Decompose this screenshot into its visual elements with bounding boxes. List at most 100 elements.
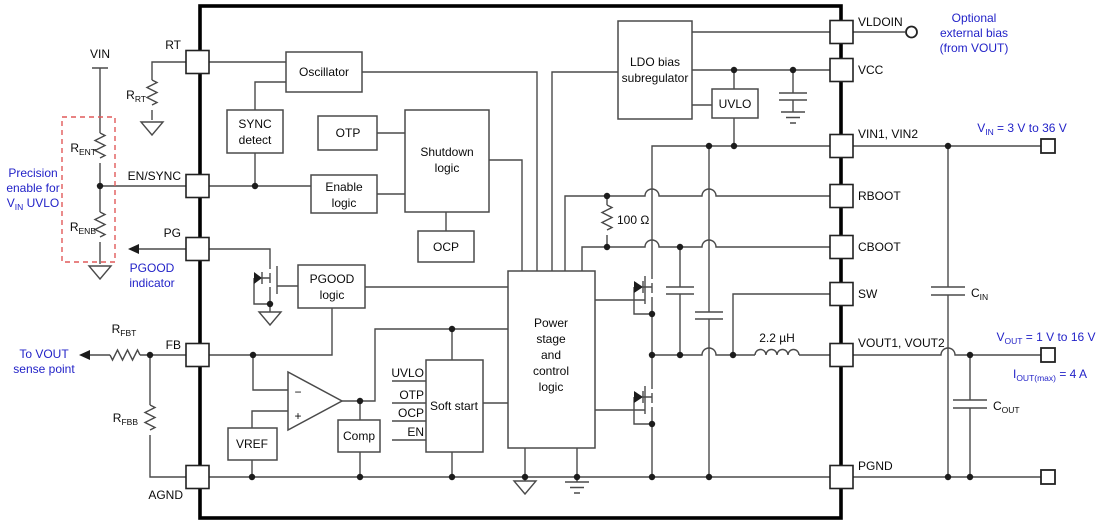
soft-start-label: Soft start	[430, 399, 479, 413]
precision-enable-note: Precision	[8, 166, 57, 180]
junction-dot	[729, 351, 737, 359]
rboot-wire	[564, 188, 830, 271]
power-stage-label: Power	[534, 316, 568, 330]
junction-dot	[448, 325, 456, 333]
pin-label-sw: SW	[858, 287, 878, 301]
body-diode-icon	[634, 391, 643, 403]
pin-labels-left: RT EN/SYNC PG FB AGND	[128, 38, 184, 502]
vin-rail	[651, 145, 830, 268]
vref-label: VREF	[236, 437, 268, 451]
pin-label-vin: VIN1, VIN2	[858, 127, 918, 141]
junction-dot	[648, 473, 656, 481]
junction-dot	[944, 473, 952, 481]
blue-annotations: Precision enable for VIN UVLO PGOOD indi…	[6, 11, 1095, 383]
r-ent-label: RENT	[70, 141, 96, 157]
pin-vout	[829, 342, 854, 368]
ground-triangle-icon	[257, 311, 283, 327]
junction-dot	[705, 473, 713, 481]
pin-label-cboot: CBOOT	[858, 240, 901, 254]
power-stage-label: logic	[539, 380, 564, 394]
power-stage-label: stage	[536, 332, 566, 346]
junction-dot	[676, 243, 684, 251]
oscillator-label: Oscillator	[299, 65, 349, 79]
pin-sw	[829, 281, 854, 307]
optional-bias-note: Optional	[952, 11, 997, 25]
junction-dot	[356, 473, 364, 481]
r-enb-label: RENB	[70, 220, 96, 236]
block-labels: Oscillator SYNC detect OTP Shutdown logi…	[236, 55, 751, 451]
pin-pgnd	[829, 464, 854, 490]
internal-100ohm-label: 100 Ω	[617, 213, 649, 227]
pin-rt	[185, 49, 210, 75]
pin-labels-right: VLDOIN VCC VIN1, VIN2 RBOOT CBOOT SW VOU…	[858, 15, 945, 473]
ground-triangle-icon	[139, 121, 165, 137]
block-enable-logic	[310, 174, 378, 214]
error-amplifier	[287, 370, 344, 432]
wire	[209, 248, 271, 258]
pin-label-rboot: RBOOT	[858, 189, 901, 203]
soft-start-input: OTP	[399, 388, 424, 402]
block-pgood-logic	[297, 264, 366, 309]
block-sync-detect	[226, 109, 284, 154]
wire	[252, 355, 288, 391]
soft-start-input: EN	[407, 425, 424, 439]
precision-enable-dashed-box	[61, 116, 116, 263]
vin-capacitor	[695, 146, 723, 477]
pin-en-sync	[185, 173, 210, 199]
junction-dot	[648, 351, 656, 359]
body-diode-icon	[634, 281, 643, 293]
sw-pin-wire	[732, 293, 830, 355]
precision-enable-note: VIN UVLO	[7, 196, 60, 212]
cout-capacitor	[953, 355, 987, 477]
enable-label: logic	[332, 196, 357, 210]
pin-vin	[829, 133, 854, 159]
mosfet-body	[595, 355, 653, 477]
junction-dot	[96, 182, 104, 190]
vldoin-terminal	[905, 25, 918, 39]
resistor-rent	[93, 132, 107, 159]
pin-cboot	[829, 234, 854, 260]
ground-symbols	[87, 121, 589, 496]
junction-dot	[648, 310, 656, 318]
wire	[362, 71, 538, 271]
vout-terminal	[1040, 347, 1056, 363]
block-otp	[317, 115, 378, 151]
r-fbt-label: RFBT	[112, 322, 137, 338]
pin-vcc	[829, 57, 854, 83]
pgood-indicator-note: PGOOD	[130, 261, 175, 275]
junction-dots	[96, 66, 974, 481]
vout-range-note: VOUT = 1 V to 16 V	[996, 330, 1095, 346]
junction-dot	[603, 192, 611, 200]
block-soft-start	[425, 359, 484, 453]
junction-dot	[789, 66, 797, 74]
r-rt-label: RRT	[126, 88, 146, 104]
block-ldo-bias	[617, 20, 693, 120]
block-comp	[337, 419, 381, 453]
junction-dot	[266, 300, 274, 308]
resistor-rfbb	[143, 404, 157, 431]
wire	[251, 410, 288, 428]
power-stage-label: control	[533, 364, 569, 378]
block-ocp	[417, 230, 475, 263]
pgood-label: PGOOD	[310, 272, 355, 286]
cin-capacitor	[931, 146, 965, 477]
r-fbb-label: RFBB	[113, 411, 139, 427]
pins-right	[829, 19, 854, 490]
wire	[149, 435, 186, 478]
vin-terminal	[1040, 138, 1056, 154]
wire	[151, 61, 186, 80]
sync-detect-label: SYNC	[238, 117, 272, 131]
resistor-100ohm	[600, 204, 614, 231]
c-in-label: CIN	[971, 286, 988, 302]
junction-dot	[448, 473, 456, 481]
uvlo-label: UVLO	[719, 97, 752, 111]
resistor-rrt	[145, 79, 159, 106]
pgnd-terminal	[1040, 469, 1056, 485]
earth-ground-icon	[781, 111, 805, 124]
junction-dot	[249, 351, 257, 359]
optional-bias-note: (from VOUT)	[940, 41, 1009, 55]
external-right	[852, 31, 1041, 478]
junction-dot	[730, 66, 738, 74]
